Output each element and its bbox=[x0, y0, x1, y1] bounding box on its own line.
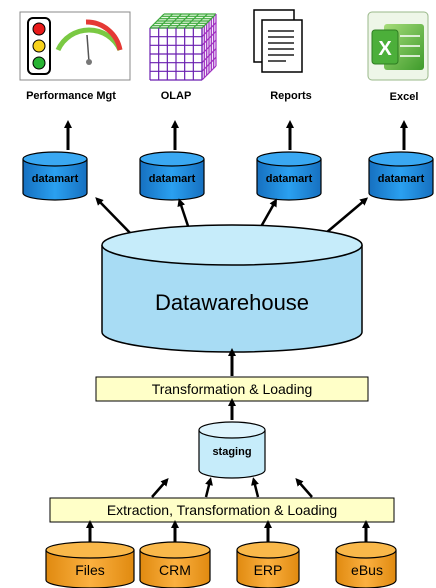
datamart-label-2: datamart bbox=[148, 173, 196, 185]
arrow-etl-stg4 bbox=[295, 477, 313, 498]
transformation-loading-label: Transformation & Loading bbox=[151, 381, 313, 397]
tool-label-reports: Reports bbox=[270, 90, 312, 102]
arrow-etl-stg2 bbox=[204, 477, 213, 498]
source-label-ebus: eBus bbox=[351, 562, 383, 578]
etl-label: Extraction, Transformation & Loading bbox=[106, 502, 338, 518]
arrow-dw-dm1 bbox=[95, 197, 136, 239]
tool-label-performance-mgt: Performance Mgt bbox=[26, 90, 116, 102]
tool-label-olap: OLAP bbox=[160, 90, 192, 102]
source-row bbox=[45, 541, 397, 588]
svg-text:X: X bbox=[378, 38, 392, 60]
staging-label: staging bbox=[212, 446, 252, 458]
report-documents-icon bbox=[253, 9, 303, 73]
datawarehouse-cylinder bbox=[101, 224, 363, 353]
source-label-erp: ERP bbox=[253, 562, 283, 578]
tool-label-excel: Excel bbox=[389, 91, 419, 103]
arrow-etl-stg1 bbox=[151, 477, 169, 498]
arrow-etl-stg3 bbox=[251, 477, 260, 498]
datamart-label-4: datamart bbox=[377, 173, 425, 185]
datamart-label-3: datamart bbox=[265, 173, 313, 185]
datamart-cylinder-2 bbox=[139, 151, 205, 201]
excel-icon: X bbox=[367, 11, 429, 81]
staging-cylinder bbox=[198, 421, 266, 479]
source-label-crm: CRM bbox=[159, 562, 191, 578]
performance-mgt-icon bbox=[19, 11, 131, 81]
source-to-etl-arrows bbox=[86, 520, 370, 542]
datamart-cylinder-4 bbox=[368, 151, 434, 201]
source-cylinder-2 bbox=[139, 541, 211, 588]
source-cylinder-1 bbox=[45, 541, 135, 588]
datawarehouse-label: Datawarehouse bbox=[154, 290, 310, 315]
datamart-row bbox=[22, 151, 434, 201]
datamart-label-1: datamart bbox=[31, 173, 79, 185]
datamart-cylinder-3 bbox=[256, 151, 322, 201]
source-label-files: Files bbox=[75, 562, 105, 578]
etl-to-staging-arrows bbox=[151, 477, 313, 498]
etl-bar bbox=[49, 497, 395, 523]
source-cylinder-3 bbox=[236, 541, 300, 588]
olap-cube-icon bbox=[149, 13, 217, 81]
source-cylinder-4 bbox=[335, 541, 397, 588]
datamart-to-tool-arrows bbox=[64, 120, 408, 150]
datamart-cylinder-1 bbox=[22, 151, 88, 201]
